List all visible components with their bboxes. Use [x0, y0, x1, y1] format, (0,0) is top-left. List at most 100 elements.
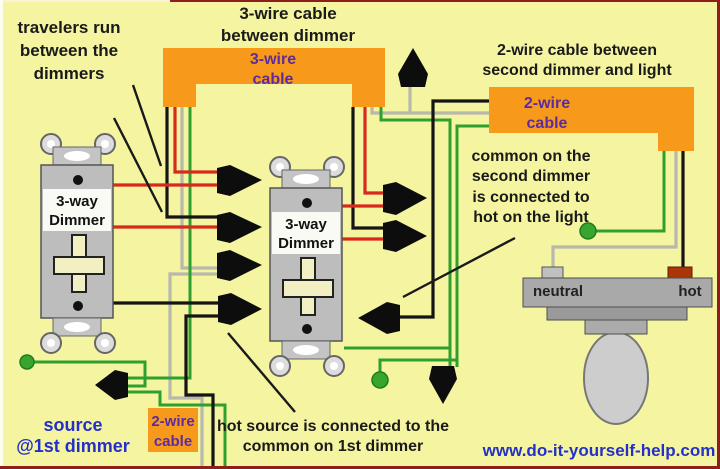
hot-terminal: [667, 266, 693, 279]
common-note-line3: is connected to: [472, 189, 590, 206]
two-wire-cable-label-box: [148, 408, 198, 452]
dimmer-label-plate: [272, 212, 340, 254]
dimmer-2: 3-way Dimmer: [269, 156, 345, 377]
dimmer2-label-line2: Dimmer: [278, 235, 334, 252]
top-border-left: [0, 0, 170, 2]
dimmer2-label-line1: 3-way: [285, 216, 327, 233]
cable3-heading-line2: between dimmer: [221, 26, 356, 45]
neutral-terminal: [541, 266, 564, 279]
annotation-travelers: travelers run between the dimmers: [18, 18, 121, 83]
travelers-line3: dimmers: [34, 64, 105, 83]
bracket-slot: [293, 345, 319, 355]
three-wire-cable-label: 3-wire cable: [250, 51, 296, 88]
mount-ear-hole: [101, 339, 109, 347]
hot-and-traveler-black-wires: [113, 99, 685, 467]
bracket-slot: [293, 174, 319, 184]
pointer-line-travelers-2: [112, 117, 164, 213]
wire-nut-neutral-splice2: [398, 48, 428, 87]
hot-source-line1: hot source is connected to the: [217, 418, 449, 435]
travelers-line2: between the: [20, 41, 118, 60]
pointer-line-hot-source-note: [227, 332, 296, 413]
wire-nut-traveler3: [383, 182, 427, 215]
ground-dot-dimmer1: [19, 354, 35, 370]
website-url: www.do-it-yourself-help.com: [482, 441, 716, 460]
bracket-slot: [64, 322, 90, 332]
two-wire-cable-bottom-label: 2-wire cable: [151, 413, 194, 450]
wire-source-hot: [184, 314, 218, 467]
cable2-heading-line1: 2-wire cable between: [497, 42, 657, 59]
light-bulb: [583, 331, 649, 425]
wire-neutral-between-cables: [370, 107, 490, 115]
wire-nut-traveler2: [217, 212, 262, 243]
left-border: [0, 0, 3, 466]
wire-dimmer2-common-to-light: [400, 99, 490, 319]
neutral-label: neutral: [533, 283, 583, 300]
cable2-top-label-line1: 2-wire: [524, 95, 570, 112]
ground-dot-light: [579, 222, 597, 240]
terminal-screw: [302, 324, 312, 334]
bracket-slot: [64, 151, 90, 161]
dimmer-slider-handle: [282, 279, 334, 298]
wire-neutral-from-3wire-left-leg: [180, 107, 217, 270]
fixture-bar: [546, 306, 688, 321]
common-note-line1: common on the: [471, 148, 590, 165]
three-wire-cable-sheath: [163, 48, 385, 107]
cable2-heading-line2: second dimmer and light: [482, 62, 672, 79]
two-wire-cable-top-label: 2-wire cable: [524, 95, 570, 132]
wire-nut-neutral-splice1: [217, 250, 262, 281]
wire-black-traveler-right: [351, 107, 385, 230]
cable2-top-label-line2: cable: [527, 115, 568, 132]
annotation-source: source @1st dimmer: [16, 415, 130, 456]
light-fixture: neutral hot: [522, 266, 713, 425]
mount-ear-hole: [330, 163, 338, 171]
source-line2: @1st dimmer: [16, 436, 130, 456]
mount-ear-hole: [330, 362, 338, 370]
pointer-line-common-note: [402, 236, 516, 299]
dimmer-slider-handle: [53, 256, 105, 275]
wire-neutral-to-light: [551, 151, 678, 267]
wire-ground-from-source: [128, 390, 227, 467]
wire-red-traveler-cable-right: [363, 107, 385, 195]
cable2-bottom-label-line1: 2-wire: [151, 413, 194, 430]
terminal-screw: [302, 198, 312, 208]
dimmer-1: 3-way Dimmer: [40, 133, 116, 354]
wire-ground-from-3wire-right-leg: [379, 107, 452, 367]
terminal-screw: [73, 301, 83, 311]
common-note-line2: second dimmer: [472, 168, 590, 185]
wire-ground-from-2wire-top: [455, 124, 490, 367]
common-note-line4: hot on the light: [473, 209, 589, 226]
fixture-plate: [522, 277, 713, 308]
two-wire-cable-sheath-top: [489, 87, 694, 151]
mount-ear-hole: [47, 339, 55, 347]
hot-label: hot: [678, 283, 701, 300]
dimmer1-label-line2: Dimmer: [49, 212, 105, 229]
wire-black-traveler-left: [165, 107, 217, 219]
top-border: [170, 0, 720, 2]
annotation-common-note: common on the second dimmer is connected…: [471, 148, 590, 226]
dimmer-label-plate: [43, 189, 111, 231]
ground-dot-dimmer2: [371, 371, 389, 389]
source-line1: source: [43, 415, 102, 435]
cable3-label-line2: cable: [253, 71, 294, 88]
annotation-3wire-cable: 3-wire cable between dimmer: [221, 4, 356, 45]
dimmer1-label-line1: 3-way: [56, 193, 98, 210]
wire-red-traveler-cable-left: [173, 107, 217, 174]
wire-nut-ground-splice2: [429, 366, 457, 404]
travelers-line1: travelers run: [18, 18, 121, 37]
pointer-line-travelers-1: [131, 84, 163, 167]
mount-ear-hole: [276, 163, 284, 171]
wire-nut-ground-splice1: [95, 370, 128, 400]
wire-nut-traveler1: [217, 165, 262, 196]
annotation-2wire-cable: 2-wire cable between second dimmer and l…: [482, 42, 672, 79]
mount-ear-hole: [276, 362, 284, 370]
wire-nut-hot-to-common: [218, 293, 262, 325]
wire-nut-traveler4: [383, 220, 427, 252]
mount-ear-hole: [47, 140, 55, 148]
neutral-wires: [168, 86, 678, 467]
hot-source-line2: common on 1st dimmer: [243, 438, 423, 455]
bottom-border: [0, 466, 720, 469]
terminal-screw: [73, 175, 83, 185]
red-traveler-wires: [113, 107, 385, 241]
